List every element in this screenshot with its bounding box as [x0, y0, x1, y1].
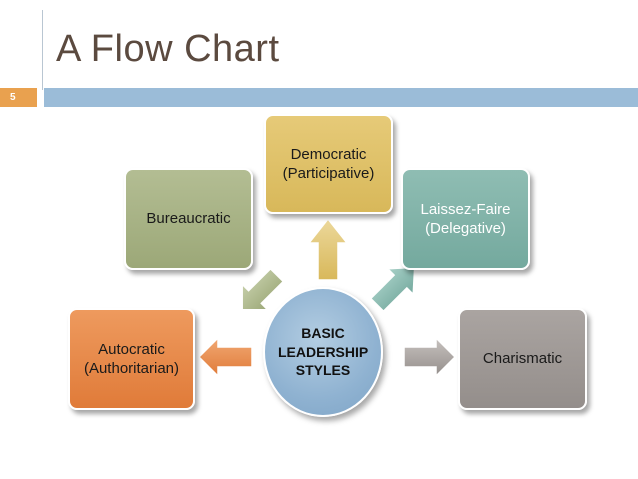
arrow-to-laissez-faire: [369, 266, 416, 313]
node-democratic-label: Democratic (Participative): [282, 145, 375, 183]
arrow-to-charismatic: [403, 336, 457, 378]
node-bureaucratic-label: Bureaucratic: [146, 210, 231, 228]
node-bureaucratic: Bureaucratic: [124, 168, 253, 270]
page-number-badge: 5: [0, 88, 37, 107]
node-laissez-faire: Laissez-Faire (Delegative): [401, 168, 530, 270]
center-node-label: BASIC LEADERSHIP STYLES: [278, 324, 369, 379]
arrow-to-bureaucratic: [241, 267, 285, 311]
center-node: BASIC LEADERSHIP STYLES: [263, 287, 383, 417]
node-charismatic: Charismatic: [458, 308, 587, 410]
node-laissez-faire-label: Laissez-Faire (Delegative): [420, 200, 511, 238]
node-autocratic-label: Autocratic (Authoritarian): [83, 340, 180, 378]
node-democratic: Democratic (Participative): [264, 114, 393, 214]
node-charismatic-label: Charismatic: [482, 350, 563, 368]
slide-title: A Flow Chart: [56, 28, 280, 70]
node-autocratic: Autocratic (Authoritarian): [68, 308, 195, 410]
arrow-to-democratic: [307, 217, 349, 281]
arrow-to-autocratic: [197, 336, 253, 378]
header-accent-bar: [44, 88, 638, 107]
title-divider-line: [42, 10, 43, 90]
